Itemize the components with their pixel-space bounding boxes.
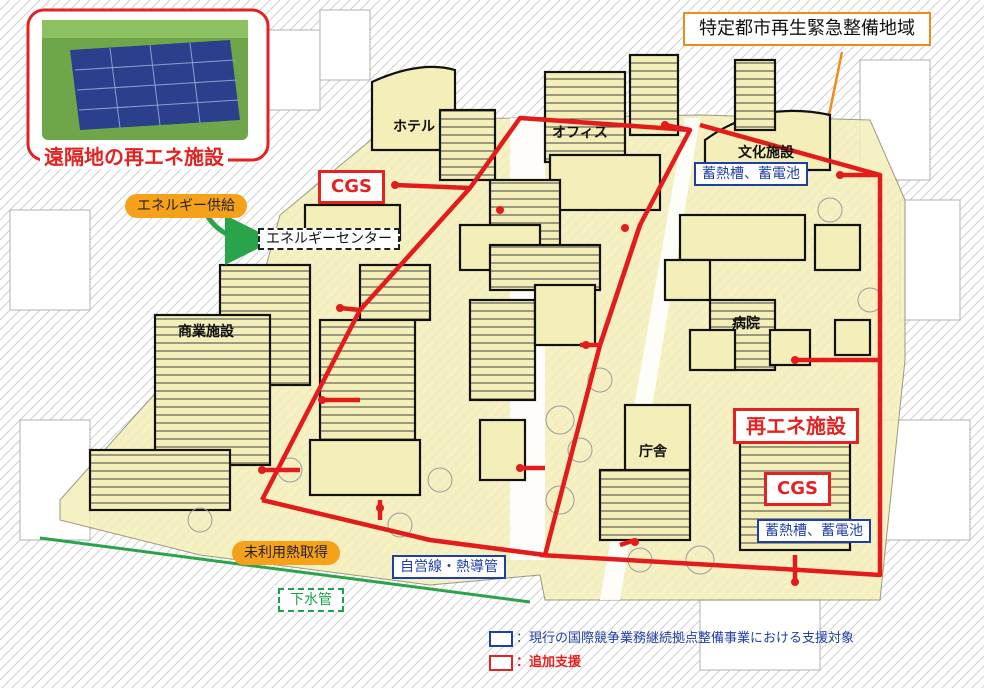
legend-existing-support: ：現行の国際競争業務継続拠点整備事業における支援対象 bbox=[516, 631, 855, 646]
unused-heat-pill: 未利用熱取得 bbox=[232, 541, 340, 565]
sewer-label: 下水管 bbox=[278, 588, 344, 612]
cgs-top-box: CGS bbox=[318, 170, 385, 204]
energy-center-label: エネルギーセンター bbox=[258, 228, 400, 250]
renewable-facility-box: 再エネ施設 bbox=[733, 408, 859, 444]
storage-bottom-box: 蓄熱槽、蓄電池 bbox=[757, 519, 871, 543]
sewer-line bbox=[39, 536, 531, 604]
hospital-label: 病院 bbox=[732, 316, 760, 332]
legend-added-support: ：追加支援 bbox=[516, 655, 582, 670]
commercial-label: 商業施設 bbox=[178, 324, 234, 340]
storage-top-box: 蓄熱槽、蓄電池 bbox=[694, 162, 808, 186]
hotel-label: ホテル bbox=[393, 119, 435, 135]
buildings bbox=[88, 53, 872, 552]
energy-supply-pill: エネルギー供給 bbox=[125, 194, 247, 218]
cgs-bottom-box: CGS bbox=[764, 472, 831, 506]
office-label: オフィス bbox=[552, 125, 608, 141]
district-title: 特定都市再生緊急整備地域 bbox=[683, 12, 931, 46]
pipeline-label: 自営線・熱導管 bbox=[392, 555, 506, 579]
culture-label: 文化施設 bbox=[738, 145, 794, 161]
government-label: 庁舎 bbox=[639, 444, 667, 460]
remote-facility-photo bbox=[26, 8, 270, 162]
remote-facility-label: 遠隔地の再エネ施設 bbox=[40, 145, 228, 169]
